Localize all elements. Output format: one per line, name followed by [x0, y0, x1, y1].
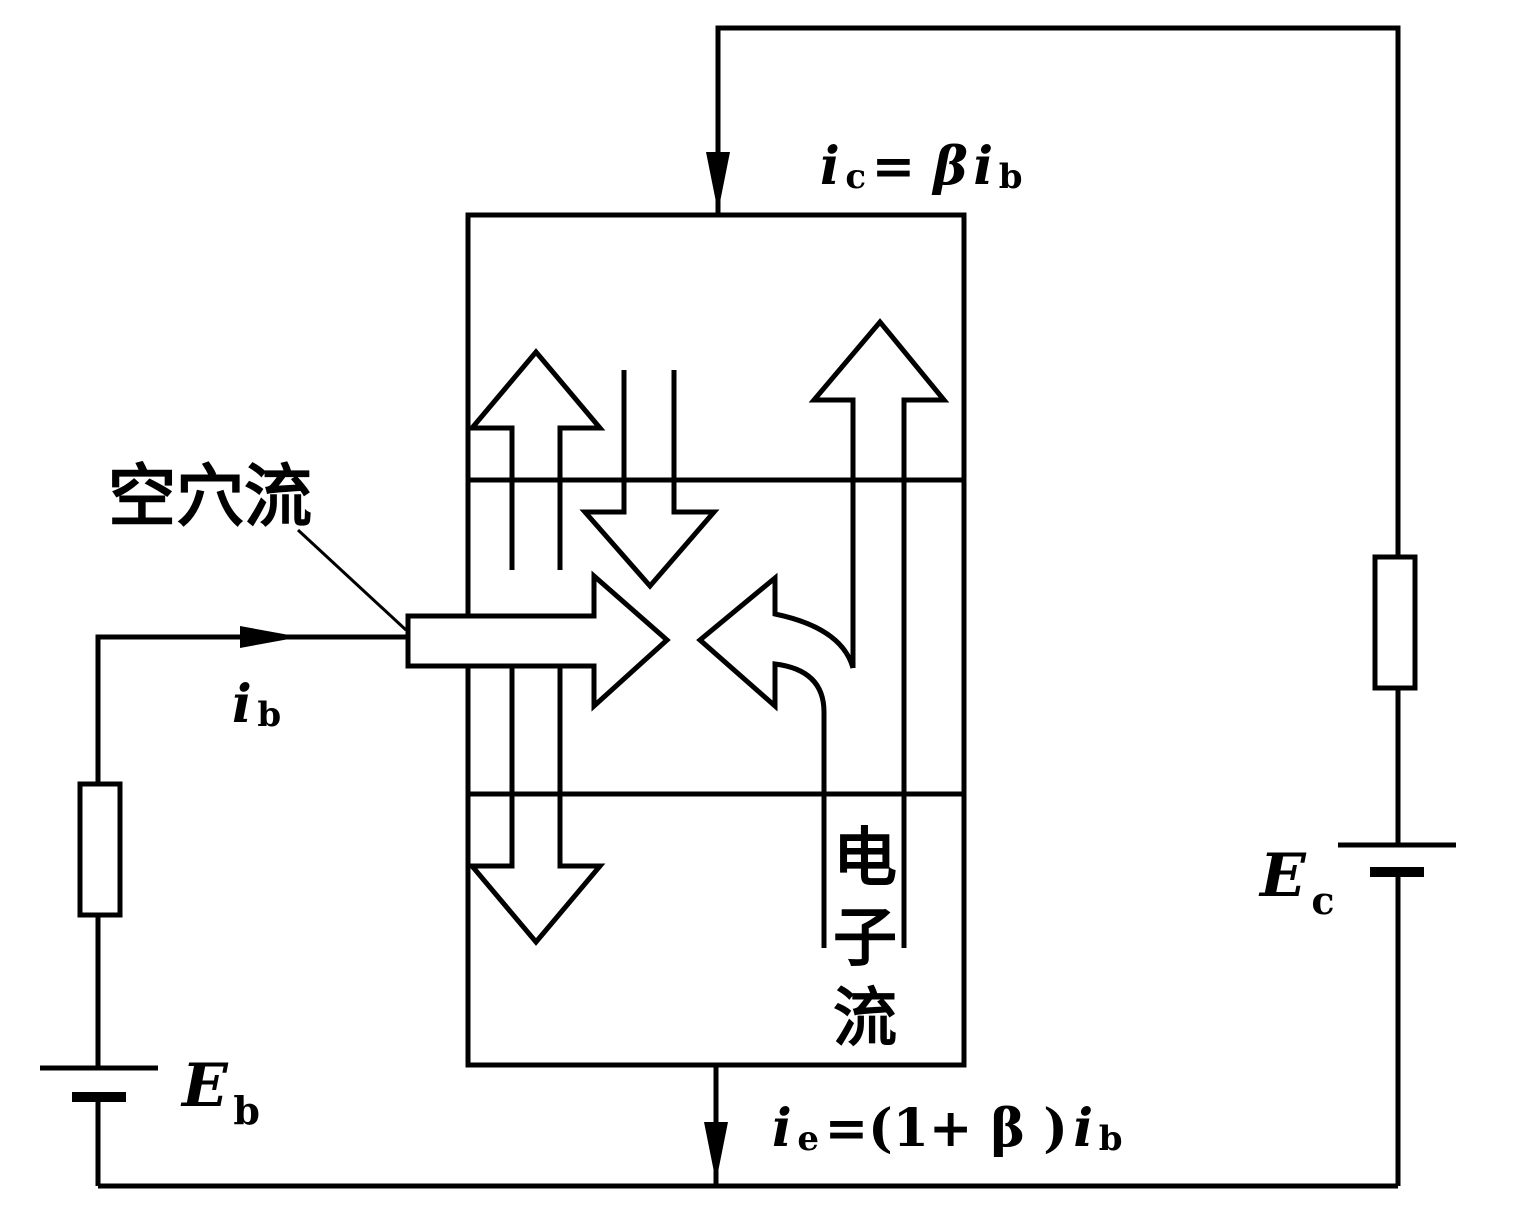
collector-source-label: E c	[1258, 841, 1334, 923]
base-hole-arrow	[405, 570, 671, 712]
collector-battery	[1338, 842, 1456, 877]
ic-arrowhead	[706, 152, 730, 212]
hole-flow-label: 空穴流	[108, 458, 312, 537]
base-battery	[40, 1065, 158, 1102]
electron-flow-label-2: 子	[833, 902, 897, 976]
hole-flow-leader	[296, 528, 408, 632]
electron-up-arrow	[808, 318, 950, 948]
base-source-label: E b	[180, 1051, 260, 1133]
collector-resistor	[1372, 554, 1418, 691]
current-arrows	[240, 152, 730, 1182]
base-current-label: i b	[232, 674, 281, 735]
collector-wire	[715, 25, 1401, 557]
hole-up-arrow	[466, 348, 606, 570]
electron-flow-label-1: 电	[833, 822, 897, 896]
ie-arrowhead	[704, 1122, 728, 1182]
electron-down-arrow	[579, 370, 720, 590]
base-wire	[95, 634, 408, 784]
internal-flows	[405, 318, 950, 948]
electron-flow-label-3: 流	[833, 982, 897, 1056]
emitter-current-formula: i e =(1+ β ) i b	[772, 1098, 1123, 1159]
collector-current-formula: i c = β i b	[820, 136, 1023, 197]
recombination-arrow	[696, 572, 856, 948]
hole-down-arrow	[466, 668, 606, 946]
circuit-wires	[95, 25, 1401, 1189]
ib-arrowhead	[240, 626, 300, 648]
base-resistor	[77, 781, 123, 918]
